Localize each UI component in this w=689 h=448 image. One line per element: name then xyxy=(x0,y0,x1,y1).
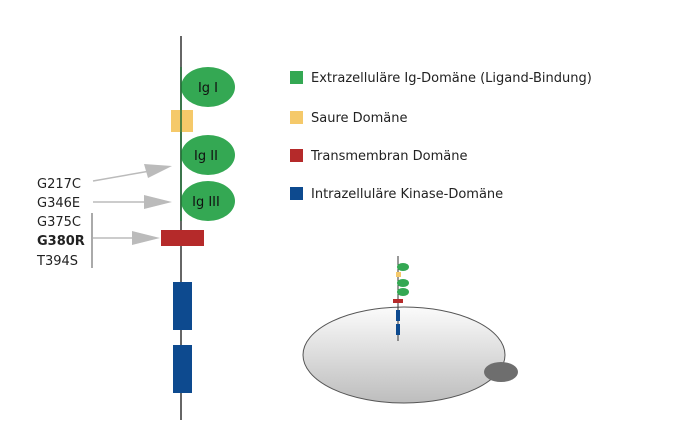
legend-label: Extrazelluläre Ig-Domäne (Ligand-Bindung… xyxy=(311,71,592,86)
mutation-label: G217C xyxy=(37,177,81,192)
ig2-label: Ig II xyxy=(194,149,218,164)
legend-label: Intrazelluläre Kinase-Domäne xyxy=(311,187,503,202)
cell-nucleus xyxy=(484,362,518,382)
mini-acid-box xyxy=(396,272,401,277)
mutation-label: G346E xyxy=(37,196,80,211)
mini-kinase-1 xyxy=(396,310,400,321)
ig1-label: Ig I xyxy=(198,81,218,96)
mutation-label: G375C xyxy=(37,215,81,230)
legend-swatch-tm xyxy=(290,149,303,162)
cell-body xyxy=(302,306,506,404)
ig1-domain xyxy=(181,67,235,107)
mini-ig2 xyxy=(397,279,409,287)
legend-label: Saure Domäne xyxy=(311,111,407,126)
cell-illustration xyxy=(302,256,518,404)
kinase-domain-1 xyxy=(173,282,192,330)
acid-box-domain xyxy=(171,110,193,132)
legend-swatch-ig xyxy=(290,71,303,84)
transmembrane-domain xyxy=(161,230,204,246)
legend: Extrazelluläre Ig-Domäne (Ligand-Bindung… xyxy=(290,71,592,202)
mutation-label: T394S xyxy=(36,254,78,269)
ig3-domain xyxy=(181,181,235,221)
legend-label: Transmembran Domäne xyxy=(310,149,467,164)
mini-kinase-2 xyxy=(396,324,400,335)
kinase-domain-2 xyxy=(173,345,192,393)
mutation-label: G380R xyxy=(37,234,85,249)
arrow-g217c xyxy=(92,164,172,182)
legend-swatch-acid xyxy=(290,111,303,124)
arrow-g380r xyxy=(93,231,160,245)
mini-transmembrane xyxy=(393,299,403,303)
mini-ig1 xyxy=(397,263,409,271)
mini-ig3 xyxy=(397,288,409,296)
legend-swatch-kinase xyxy=(290,187,303,200)
ig3-label: Ig III xyxy=(192,195,220,210)
ig2-domain xyxy=(181,135,235,175)
arrow-g346e xyxy=(93,195,172,209)
